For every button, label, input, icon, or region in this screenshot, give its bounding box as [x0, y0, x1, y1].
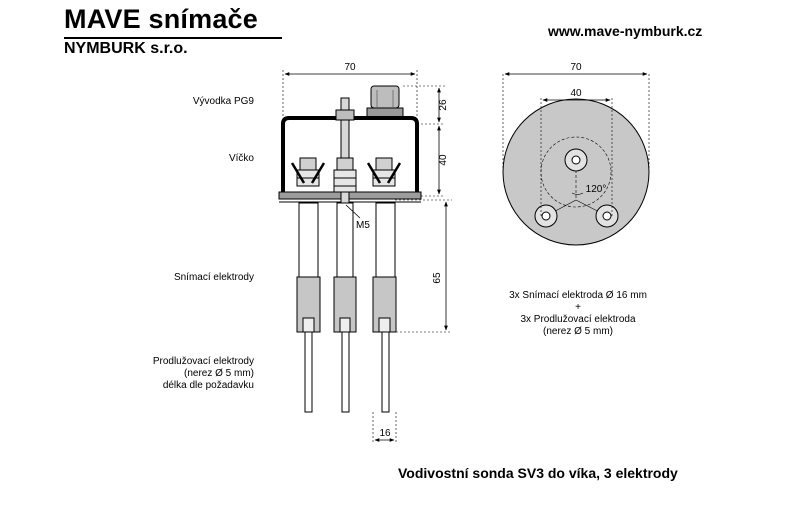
hole-top	[564, 148, 588, 172]
note-line4: (nerez Ø 5 mm)	[542, 326, 613, 337]
electrode-center	[333, 202, 357, 413]
dim-lid-label: 40	[438, 154, 449, 166]
company-name: NYMBURK s.r.o.	[64, 40, 188, 57]
label-prodluzovaci-line2: (nerez Ø 5 mm)	[183, 368, 254, 379]
note-line2: +	[575, 302, 581, 313]
brand-title: MAVE snímače	[64, 4, 258, 34]
label-vicko: Víčko	[228, 153, 254, 164]
label-prodluzovaci-line1: Prodlužovací elektrody	[152, 356, 254, 367]
electrode-notes: 3x Snímací elektroda Ø 16 mm + 3x Prodlu…	[498, 290, 658, 338]
dim-pitch: 40	[540, 88, 613, 216]
electrode-left	[296, 202, 321, 413]
hole-left	[534, 204, 558, 228]
drawing-caption: Vodivostní sonda SV3 do víka, 3 elektrod…	[398, 465, 678, 481]
dim-gland-label: 26	[438, 99, 449, 111]
side-view: M5 70 26 40 65	[278, 62, 452, 444]
electrode-mounts	[290, 157, 402, 193]
dim-extension-width: 16	[372, 412, 397, 444]
header-rule	[64, 37, 282, 39]
dim-width-side: 70	[282, 62, 418, 118]
electrode-right	[372, 202, 397, 413]
dim-width-top: 70	[502, 62, 650, 170]
dim-electrode-length: 65	[395, 199, 452, 333]
top-view: 120° 70 40	[502, 62, 650, 246]
angle-label: 120°	[586, 184, 607, 195]
label-prodluzovaci-line3: délka dle požadavku	[162, 380, 254, 391]
label-snimaci: Snímací elektrody	[173, 272, 254, 283]
label-vyvodka: Vývodka PG9	[192, 96, 254, 107]
note-line1: 3x Snímací elektroda Ø 16 mm	[509, 290, 647, 301]
dim-length-label: 65	[432, 272, 443, 284]
dim-vertical-lid: 26 40	[403, 85, 449, 197]
note-line3: 3x Prodlužovací elektroda	[520, 314, 636, 325]
dim-width-side-label: 70	[344, 62, 356, 73]
label-prodluzovaci: Prodlužovací elektrody (nerez Ø 5 mm) dé…	[153, 356, 254, 392]
hole-right	[595, 204, 619, 228]
dim-16-label: 16	[379, 428, 391, 439]
website-link[interactable]: www.mave-nymburk.cz	[548, 23, 703, 39]
dim-pitch-label: 40	[570, 88, 582, 99]
thread-label: M5	[356, 220, 370, 231]
cable-gland	[366, 85, 404, 119]
dim-width-top-label: 70	[570, 62, 582, 73]
